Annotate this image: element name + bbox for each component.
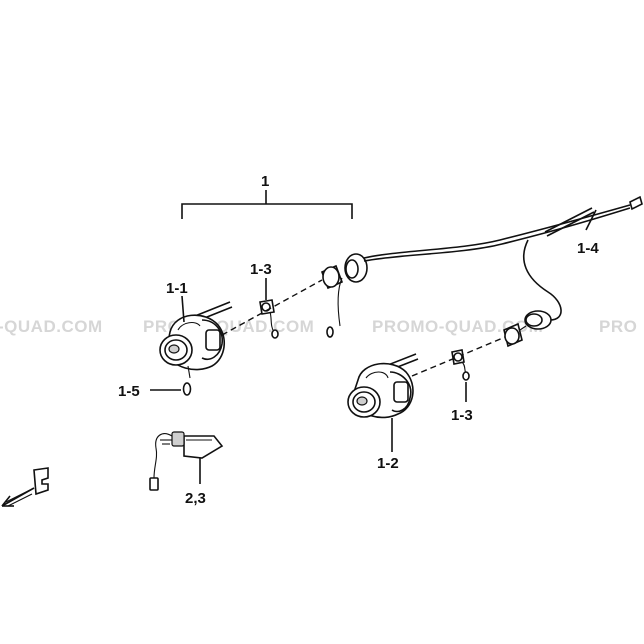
callout-lamp-right: 1-2 (377, 455, 399, 472)
watermark-right: PRO (599, 317, 637, 336)
callout-lamp-left: 1-1 (166, 280, 188, 297)
fog-lamp-right: 1-2 (347, 353, 419, 472)
callout-clip: 1-5 (118, 383, 140, 400)
callout-assembly: 1 (261, 173, 269, 190)
relay-part: 2,3 (149, 431, 224, 507)
front-direction-arrow-icon (1, 467, 49, 507)
watermark-left: -QUAD.COM (0, 317, 103, 336)
callout-bulb-right: 1-3 (451, 407, 473, 424)
watermark-center-left: PROMO-QUAD.COM (143, 317, 314, 336)
watermark-center-right: PROMO-QUAD.COM (372, 317, 543, 336)
callout-bulb-left: 1-3 (250, 261, 272, 278)
axis-line-left (221, 279, 323, 336)
bulb-right: 1-3 (451, 349, 473, 424)
bulb-left: 1-3 (250, 261, 279, 339)
assembly-bracket: 1 (181, 173, 353, 219)
socket-right (503, 310, 552, 348)
socket-left (320, 253, 368, 338)
callout-harness: 1-4 (577, 240, 599, 257)
wire-harness: 1-4 (363, 195, 643, 321)
clip-part: 1-5 (118, 382, 192, 400)
callout-relay: 2,3 (185, 490, 206, 507)
fog-lamp-left (159, 301, 233, 379)
